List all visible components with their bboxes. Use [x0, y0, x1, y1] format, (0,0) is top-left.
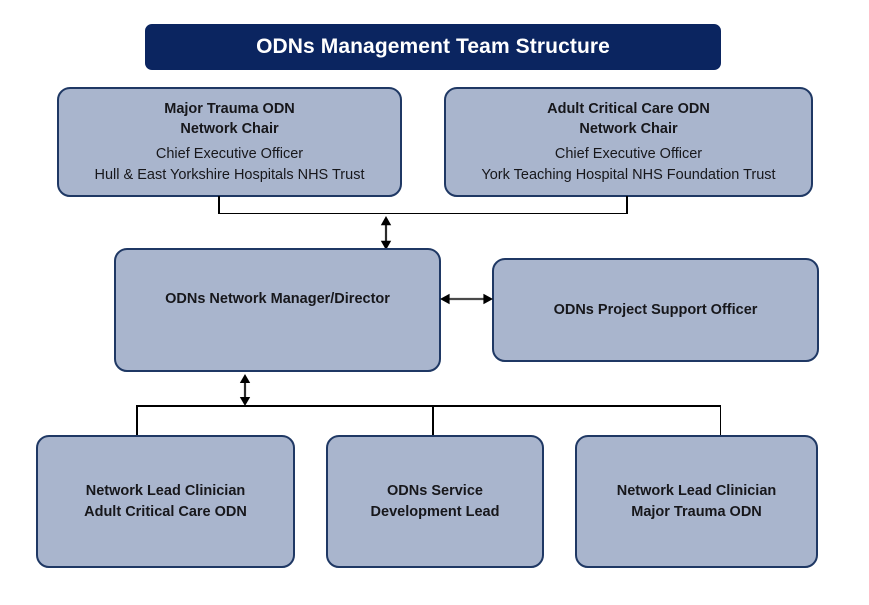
arrow-head-left	[440, 293, 450, 305]
node-odns-network-manager-director[interactable]: ODNs Network Manager/Director	[114, 248, 441, 372]
node-role: Chief Executive Officer	[155, 146, 304, 162]
connector-leads-distribution-bar	[136, 405, 721, 407]
node-role: Chief Executive Officer	[554, 146, 703, 162]
connector-chair-left-stub	[218, 196, 220, 214]
arrow-head-up	[239, 374, 251, 383]
node-network-lead-clinician-major-trauma-odn[interactable]: Network Lead Clinician Major Trauma ODN	[575, 435, 818, 568]
node-adult-critical-care-odn-chair[interactable]: Adult Critical Care ODN Network Chair Ch…	[444, 87, 813, 197]
node-line2: Major Trauma ODN	[631, 503, 762, 520]
node-label: ODNs Project Support Officer	[553, 301, 758, 318]
arrow-head-down	[239, 397, 251, 406]
page-title: ODNs Management Team Structure	[256, 35, 610, 59]
connector-chair-right-stub	[626, 196, 628, 214]
connector-chairs-join-bar	[218, 212, 627, 215]
node-line1: Network Lead Clinician	[616, 482, 777, 499]
node-network-lead-clinician-adult-critical-care-odn[interactable]: Network Lead Clinician Adult Critical Ca…	[36, 435, 295, 568]
arrow-head-right	[483, 293, 493, 305]
connector-leads-drop-middle	[432, 405, 434, 436]
node-line1: Network Lead Clinician	[85, 482, 246, 499]
node-label: ODNs Network Manager/Director	[165, 291, 390, 307]
node-odns-service-development-lead[interactable]: ODNs Service Development Lead	[326, 435, 544, 568]
connector-leads-drop-right	[719, 405, 722, 436]
connector-manager-to-leads-double-arrow	[239, 374, 251, 406]
node-title-line1: Major Trauma ODN	[164, 100, 295, 117]
arrow-head-down	[380, 240, 392, 250]
node-title-line2: Network Chair	[180, 121, 279, 138]
node-major-trauma-odn-chair[interactable]: Major Trauma ODN Network Chair Chief Exe…	[57, 87, 402, 197]
connector-manager-to-support-double-arrow	[440, 293, 493, 305]
node-line2: Development Lead	[370, 503, 500, 520]
node-line1: ODNs Service	[387, 482, 483, 499]
connector-leads-drop-left	[136, 405, 138, 436]
node-organisation: York Teaching Hospital NHS Foundation Tr…	[481, 166, 776, 183]
node-title-line2: Network Chair	[579, 121, 678, 138]
node-organisation: Hull & East Yorkshire Hospitals NHS Trus…	[94, 166, 365, 183]
connector-chairs-to-manager-double-arrow	[380, 216, 392, 250]
node-line2: Adult Critical Care ODN	[84, 503, 247, 520]
node-odns-project-support-officer[interactable]: ODNs Project Support Officer	[492, 258, 819, 362]
arrow-head-up	[380, 216, 392, 226]
chart-title-banner: ODNs Management Team Structure	[145, 24, 721, 70]
node-title-line1: Adult Critical Care ODN	[547, 100, 710, 117]
